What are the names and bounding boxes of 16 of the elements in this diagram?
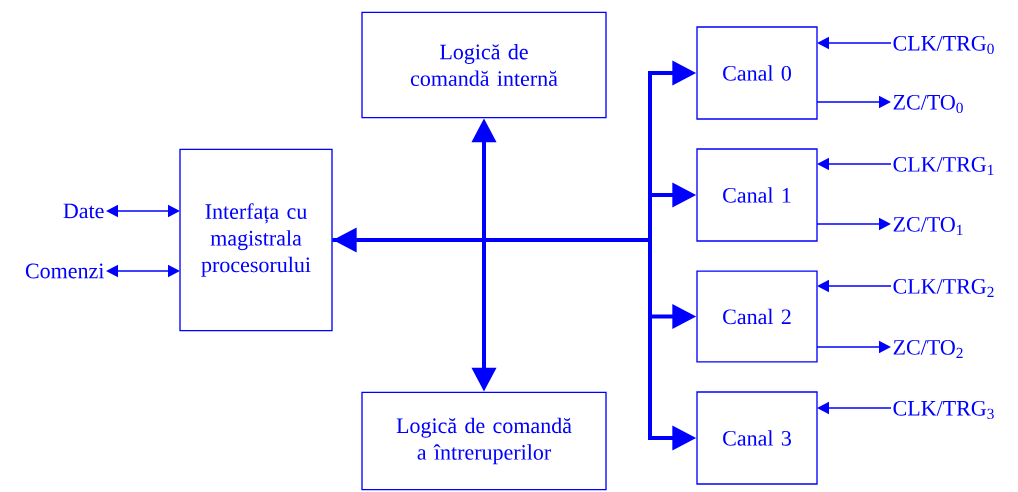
block-box: Interfața cu magistrala procesorului — [179, 148, 333, 332]
block-box: Canal 0 — [696, 26, 818, 120]
signal-label: CLK/TRG$_{2}$ — [893, 278, 994, 297]
block-box: Canal 3 — [696, 391, 818, 485]
signal-label: CLK/TRG$_{3}$ — [893, 400, 994, 420]
signal-label: Date — [63, 203, 104, 219]
block-box: Canal 1 — [696, 148, 818, 242]
block-box: Logică de comandă a întreruperilor — [361, 391, 607, 491]
signal-label: ZC/TO$_{1}$ — [893, 217, 963, 235]
block-box: Logică de comandă internă — [361, 11, 607, 119]
block-box: Canal 2 — [696, 270, 818, 363]
signal-label: ZC/TO$_{2}$ — [893, 339, 963, 358]
signal-label: CLK/TRG$_{1}$ — [893, 157, 994, 175]
signal-label: CLK/TRG$_{0}$ — [893, 35, 994, 55]
signal-label: ZC/TO$_{0}$ — [893, 94, 963, 114]
signal-label: Comenzi — [25, 263, 104, 279]
